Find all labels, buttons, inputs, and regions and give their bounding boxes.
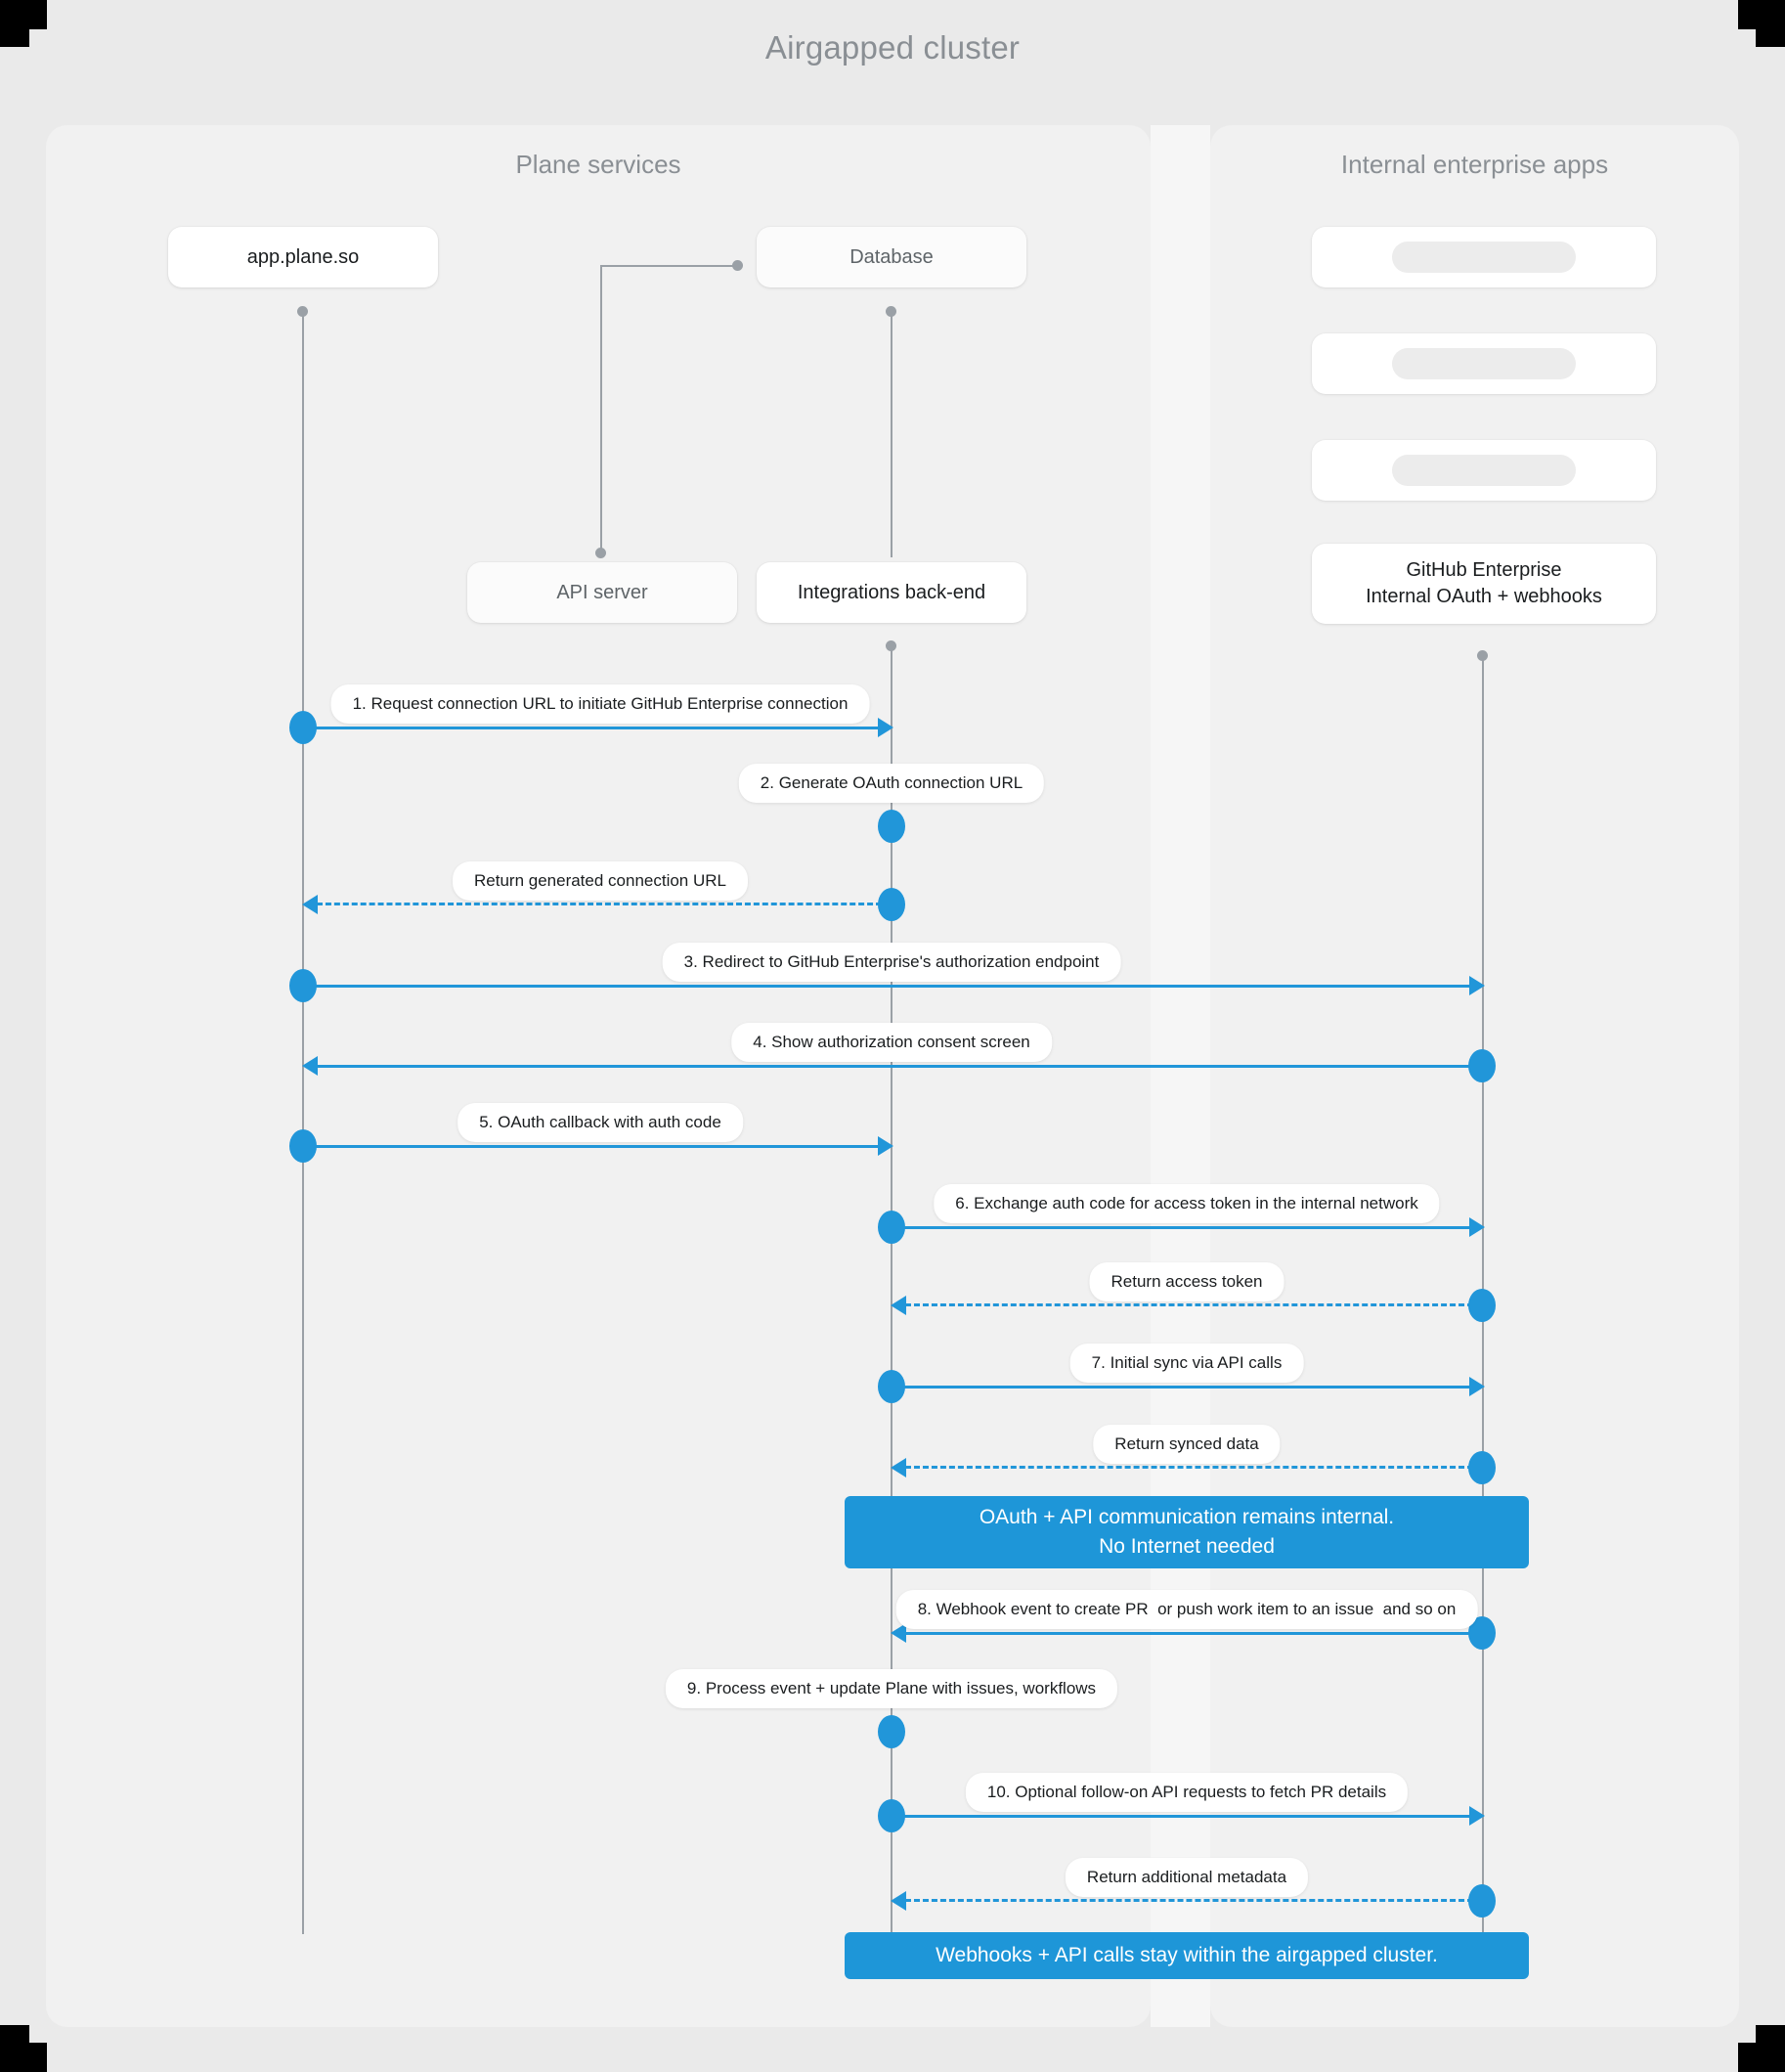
msg-13-label: 10. Optional follow-on API requests to f…: [965, 1773, 1409, 1813]
msg-10-label: Return synced data: [1093, 1425, 1281, 1465]
panel-gap-band: [1151, 125, 1210, 2027]
msg-9-label: 7. Initial sync via API calls: [1069, 1344, 1304, 1384]
msg-5-line: [317, 1065, 1482, 1068]
lifeline-database: [891, 311, 892, 557]
msg-13-arrowhead: [1469, 1806, 1485, 1826]
actor-api-server[interactable]: API server: [467, 562, 737, 623]
msg-12-self-dot: [878, 1715, 905, 1748]
msg-13-line: [892, 1815, 1473, 1818]
note-oauth-internal-line2: No Internet needed: [1099, 1535, 1275, 1558]
lifeline-dot-app-plane-so: [297, 306, 308, 317]
lifeline-dot-integrations-backend: [886, 640, 896, 651]
placeholder-card-2[interactable]: [1312, 333, 1656, 394]
actor-database-label: Database: [849, 245, 934, 268]
crop-mark-top-left-v: [0, 0, 29, 47]
msg-4-arrowhead: [1469, 976, 1485, 995]
db-connector-horizontal: [600, 265, 737, 267]
placeholder-bar-1: [1392, 242, 1576, 273]
msg-5-label: 4. Show authorization consent screen: [731, 1023, 1052, 1063]
msg-6-arrowhead: [878, 1136, 893, 1156]
msg-9-line: [892, 1386, 1473, 1389]
actor-github-enterprise[interactable]: GitHub Enterprise Internal OAuth + webho…: [1312, 544, 1656, 624]
msg-3-line: [317, 903, 882, 905]
placeholder-bar-3: [1392, 455, 1576, 486]
actor-app-plane-so-label: app.plane.so: [246, 245, 360, 268]
note-oauth-internal: OAuth + API communication remains intern…: [845, 1496, 1529, 1568]
actor-integrations-backend-label: Integrations back-end: [797, 581, 986, 603]
diagram-title: Airgapped cluster: [764, 29, 1021, 66]
msg-6-line: [303, 1145, 882, 1148]
msg-3-origin-dot: [878, 888, 905, 921]
msg-11-arrowhead: [891, 1623, 906, 1643]
placeholder-card-3[interactable]: [1312, 440, 1656, 501]
msg-11-label: 8. Webhook event to create PR or push wo…: [895, 1590, 1478, 1630]
panel-plane-services: Plane services: [46, 125, 1151, 2027]
msg-2-self-dot: [878, 810, 905, 843]
crop-mark-top-right-v: [1756, 0, 1785, 47]
msg-8-line: [905, 1303, 1482, 1306]
msg-7-label: 6. Exchange auth code for access token i…: [934, 1184, 1440, 1224]
note-webhooks-internal: Webhooks + API calls stay within the air…: [845, 1932, 1529, 1979]
actor-github-enterprise-label: GitHub Enterprise Internal OAuth + webho…: [1366, 559, 1602, 607]
actor-app-plane-so[interactable]: app.plane.so: [168, 227, 438, 287]
msg-14-label: Return additional metadata: [1065, 1858, 1309, 1898]
msg-12-label: 9. Process event + update Plane with iss…: [665, 1669, 1118, 1709]
actor-api-server-label: API server: [556, 581, 648, 603]
msg-3-arrowhead: [302, 895, 318, 914]
msg-6-label: 5. OAuth callback with auth code: [457, 1103, 743, 1143]
msg-8-label: Return access token: [1089, 1262, 1284, 1302]
actor-integrations-backend[interactable]: Integrations back-end: [757, 562, 1026, 623]
msg-8-arrowhead: [891, 1296, 906, 1315]
msg-4-line: [303, 985, 1473, 988]
msg-14-arrowhead: [891, 1891, 906, 1911]
lifeline-dot-database: [886, 306, 896, 317]
msg-10-arrowhead: [891, 1458, 906, 1477]
msg-7-arrowhead: [1469, 1217, 1485, 1237]
msg-4-label: 3. Redirect to GitHub Enterprise's autho…: [662, 943, 1121, 983]
msg-14-line: [905, 1899, 1482, 1902]
msg-11-line: [905, 1632, 1482, 1635]
msg-7-line: [892, 1226, 1473, 1229]
panel-plane-services-title: Plane services: [515, 150, 681, 179]
crop-mark-bottom-left-v: [0, 2025, 29, 2072]
actor-database[interactable]: Database: [757, 227, 1026, 287]
msg-9-arrowhead: [1469, 1377, 1485, 1396]
db-connector-vertical: [600, 265, 602, 552]
lifeline-dot-github-enterprise: [1477, 650, 1488, 661]
note-webhooks-internal-line1: Webhooks + API calls stay within the air…: [936, 1943, 1438, 1966]
msg-2-label: 2. Generate OAuth connection URL: [738, 764, 1045, 804]
msg-3-label: Return generated connection URL: [453, 861, 748, 902]
lifeline-integrations-backend: [891, 645, 892, 1934]
placeholder-bar-2: [1392, 348, 1576, 379]
db-connector-arrow-dot: [732, 260, 743, 271]
crop-mark-bottom-right-v: [1756, 2025, 1785, 2072]
note-oauth-internal-line1: OAuth + API communication remains intern…: [979, 1505, 1395, 1528]
msg-1-arrowhead: [878, 718, 893, 737]
msg-1-line: [303, 727, 882, 729]
db-connector-start-dot: [595, 548, 606, 558]
msg-5-arrowhead: [302, 1056, 318, 1076]
lifeline-app-plane-so: [302, 311, 304, 1934]
panel-internal-enterprise-apps-title: Internal enterprise apps: [1340, 150, 1609, 179]
placeholder-card-1[interactable]: [1312, 227, 1656, 287]
msg-1-label: 1. Request connection URL to initiate Gi…: [330, 684, 870, 725]
msg-10-line: [905, 1466, 1482, 1469]
